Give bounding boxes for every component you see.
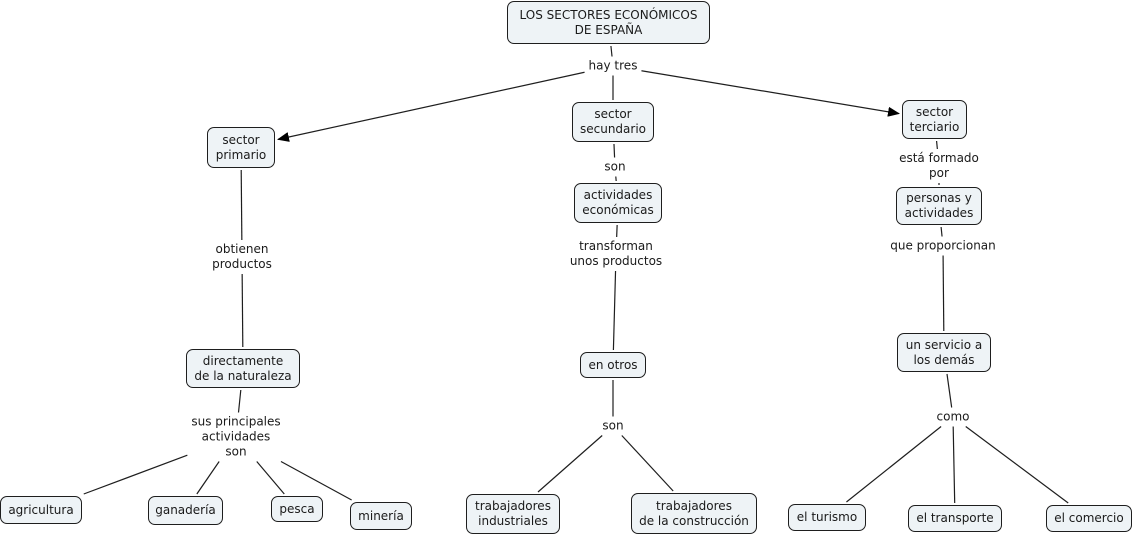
connection-line-terciario-to-formado — [935, 140, 938, 150]
concept-node-comercio[interactable]: el comercio — [1046, 505, 1132, 532]
concept-node-trab-const[interactable]: trabajadores de la construcción — [631, 493, 757, 534]
concept-node-turismo[interactable]: el turismo — [788, 504, 866, 531]
connection-line-primario-to-obtienen — [240, 169, 243, 241]
concept-node-trab-ind[interactable]: trabajadores industriales — [466, 494, 560, 534]
linking-phrase-hay-tres[interactable]: hay tres — [586, 58, 640, 74]
connection-line-secundario-to-son-sec — [613, 143, 616, 158]
connection-line-como-to-turismo — [846, 426, 942, 503]
connection-line-como-to-transporte — [952, 426, 956, 504]
concept-node-personas[interactable]: personas y actividades — [896, 187, 982, 225]
linking-phrase-son-otros[interactable]: son — [600, 418, 626, 434]
connection-line-sus-principales-to-pesca — [256, 461, 285, 495]
linking-phrase-sus-principales[interactable]: sus principales actividades son — [189, 414, 283, 460]
linking-phrase-transforman[interactable]: transforman unos productos — [567, 239, 665, 269]
concept-node-terciario[interactable]: sector terciario — [902, 100, 967, 139]
concept-node-servicio[interactable]: un servicio a los demás — [897, 333, 991, 372]
connection-line-son-otros-to-trab-ind — [537, 435, 603, 493]
connection-line-naturaleza-to-sus-principales — [237, 389, 242, 413]
connection-line-como-to-comercio — [965, 426, 1069, 504]
connection-line-proporcionan-to-servicio — [942, 255, 945, 332]
concept-node-pesca[interactable]: pesca — [271, 496, 323, 522]
concept-node-root[interactable]: LOS SECTORES ECONÓMICOS DE ESPAÑA — [507, 1, 710, 44]
connection-line-sus-principales-to-mineria — [280, 460, 352, 501]
connection-line-sus-principales-to-agricultura — [83, 454, 188, 495]
connection-line-sus-principales-to-ganaderia — [196, 461, 220, 495]
linking-phrase-proporcionan[interactable]: que proporcionan — [888, 238, 998, 254]
concept-node-act-econ[interactable]: actividades económicas — [574, 183, 662, 223]
concept-node-ganaderia[interactable]: ganadería — [148, 496, 223, 525]
connection-line-personas-to-proporcionan — [940, 226, 943, 237]
concept-node-transporte[interactable]: el transporte — [908, 505, 1002, 532]
concept-node-en-otros[interactable]: en otros — [580, 352, 646, 378]
concept-node-secundario[interactable]: sector secundario — [572, 102, 654, 142]
concept-node-agricultura[interactable]: agricultura — [0, 496, 82, 524]
connection-line-obtienen-to-naturaleza — [241, 273, 244, 348]
connection-line-transforman-to-en-otros — [612, 270, 617, 351]
concept-node-primario[interactable]: sector primario — [207, 127, 275, 168]
connection-line-root-to-hay-tres — [610, 45, 613, 57]
linking-phrase-son-sec[interactable]: son — [602, 159, 628, 175]
connection-line-hay-tres-to-primario — [277, 71, 585, 142]
concept-node-mineria[interactable]: minería — [350, 502, 412, 530]
linking-phrase-obtienen[interactable]: obtienen productos — [210, 242, 274, 272]
connection-line-hay-tres-to-terciario — [641, 70, 900, 117]
linking-phrase-como[interactable]: como — [934, 409, 972, 425]
connection-line-son-otros-to-trab-const — [621, 435, 674, 492]
linking-phrase-formado[interactable]: está formado por — [897, 151, 981, 181]
connection-line-servicio-to-como — [946, 373, 953, 408]
concept-node-naturaleza[interactable]: directamente de la naturaleza — [186, 349, 300, 388]
